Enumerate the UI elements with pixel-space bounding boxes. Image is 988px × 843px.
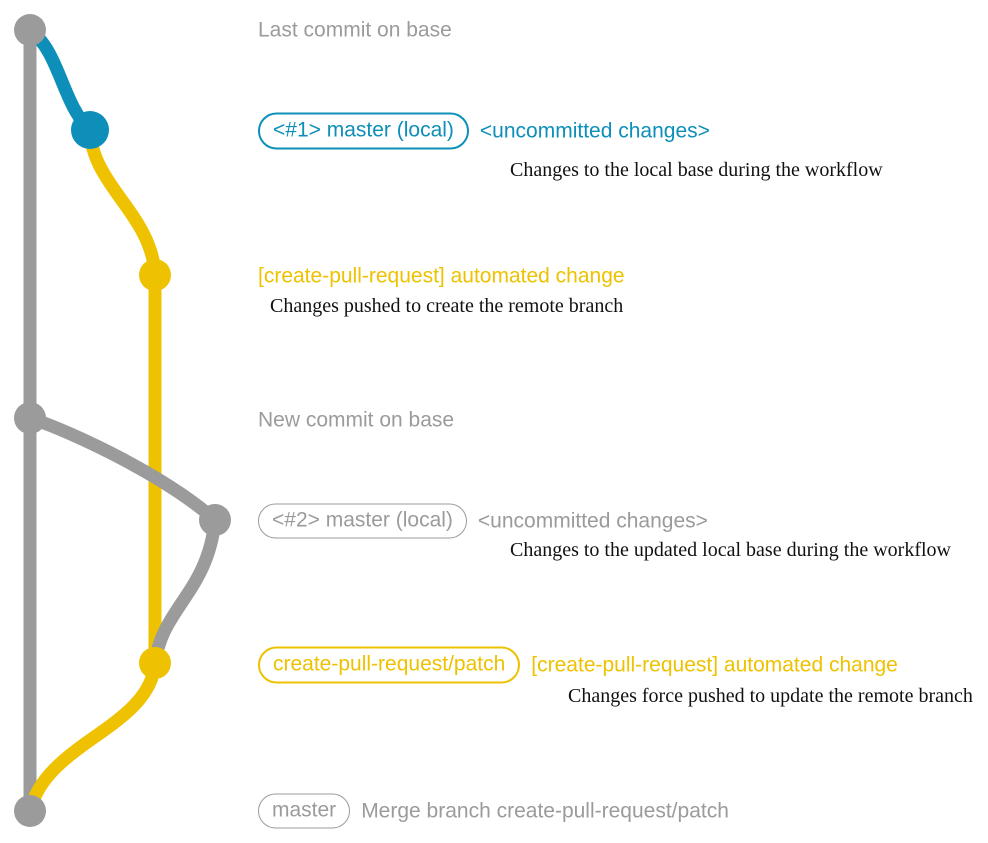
commit-row-base-last: Last commit on base — [258, 20, 452, 41]
commit-dot-remote-create[interactable] — [139, 259, 171, 291]
branch-badge-local-2[interactable]: <#2> master (local) — [258, 503, 467, 539]
commit-dot-local-2[interactable] — [199, 504, 231, 536]
commit-row-local-1: <#1> master (local) <uncommitted changes… — [258, 112, 710, 150]
local-2-branch-line — [23, 411, 222, 527]
commit-row-base-new: New commit on base — [258, 410, 454, 431]
commit-dot-local-1[interactable] — [71, 111, 109, 149]
commit-description-local-1: Changes to the local base during the wor… — [510, 159, 883, 181]
commit-subject-base-last: Last commit on base — [258, 18, 452, 42]
commit-subject-local-2: <uncommitted changes> — [477, 509, 708, 533]
commit-subject-local-1: <uncommitted changes> — [479, 119, 710, 143]
commit-row-remote-create: [create-pull-request] automated change — [258, 266, 625, 287]
local-2-to-remote-line — [148, 513, 222, 670]
commit-subject-base-new: New commit on base — [258, 408, 455, 432]
commit-subject-remote-update: [create-pull-request] automated change — [531, 653, 898, 677]
commit-subject-base-merge: Merge branch create-pull-request/patch — [361, 799, 729, 823]
branch-badge-master[interactable]: master — [258, 793, 351, 829]
commit-description-remote-update: Changes force pushed to update the remot… — [568, 685, 973, 707]
commit-dot-remote-update[interactable] — [139, 647, 171, 679]
commit-subject-remote-create: [create-pull-request] automated change — [258, 264, 625, 288]
remote-create-branch-line — [83, 123, 162, 282]
branch-badge-patch[interactable]: create-pull-request/patch — [258, 646, 521, 684]
commit-description-local-2: Changes to the updated local base during… — [510, 539, 951, 561]
commit-dot-base-merge[interactable] — [14, 795, 46, 827]
commit-row-remote-update: create-pull-request/patch [create-pull-r… — [258, 646, 898, 684]
remote-to-merge-line — [23, 656, 162, 818]
commit-row-local-2: <#2> master (local) <uncommitted changes… — [258, 503, 708, 539]
commit-description-remote-create: Changes pushed to create the remote bran… — [270, 295, 624, 317]
commit-dot-base-new[interactable] — [14, 402, 46, 434]
commit-dot-base-last[interactable] — [14, 14, 46, 46]
branch-badge-local-1[interactable]: <#1> master (local) — [258, 112, 469, 150]
commit-row-base-merge: master Merge branch create-pull-request/… — [258, 793, 729, 829]
